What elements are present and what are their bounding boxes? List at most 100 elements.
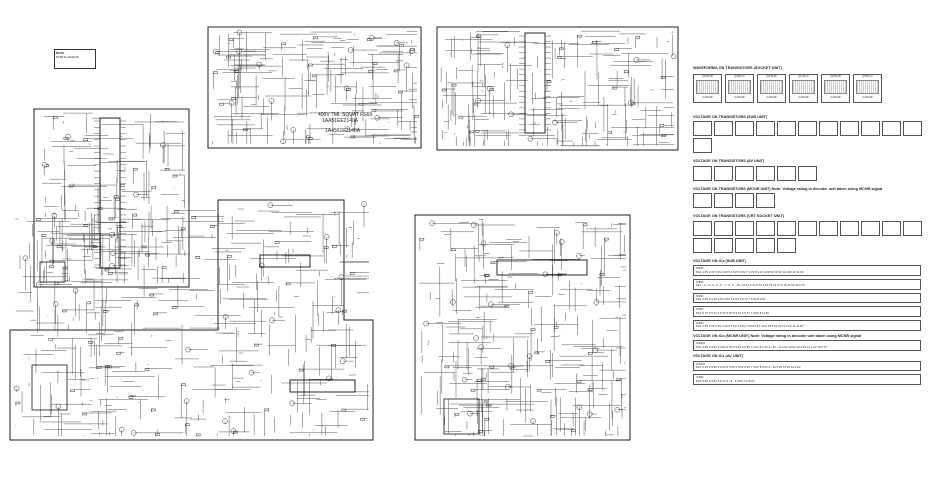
waveform-label: Q751-B xyxy=(830,73,841,78)
component xyxy=(173,210,179,213)
component xyxy=(144,368,150,371)
waveform-scale: 2.0V/div xyxy=(798,95,809,100)
transistor-boxes xyxy=(693,193,923,209)
component xyxy=(254,343,259,347)
transistor-voltage-box xyxy=(756,165,775,181)
component xyxy=(546,80,552,84)
parts-legend: NOTE PARTS LEGEND xyxy=(54,49,96,69)
component xyxy=(243,128,248,132)
transistor-voltage-box xyxy=(693,165,712,181)
transistor xyxy=(267,202,274,209)
transistor xyxy=(527,136,534,142)
transistor-voltage-box xyxy=(693,138,712,154)
section-heading: VOLTAGE ON TRANSISTORS (MCNR UNIT) Note:… xyxy=(693,186,883,191)
transistor xyxy=(110,250,116,257)
waveform-label: Q701-B xyxy=(702,73,713,78)
component xyxy=(15,401,21,405)
waveform-scale: 2.0V/div xyxy=(830,95,841,100)
ic-name: IC801 xyxy=(696,279,704,284)
component xyxy=(62,309,67,313)
component xyxy=(298,368,304,372)
component xyxy=(118,336,124,340)
transistor-voltage-box xyxy=(714,193,733,209)
component xyxy=(419,237,425,241)
transistor xyxy=(323,234,330,240)
waveform-graph xyxy=(728,80,751,95)
component xyxy=(469,130,475,134)
component xyxy=(82,412,87,416)
component xyxy=(484,417,490,421)
transistor xyxy=(13,385,20,392)
component xyxy=(549,415,555,418)
component xyxy=(346,88,351,91)
component xyxy=(398,90,403,94)
component xyxy=(553,326,559,329)
component xyxy=(70,389,75,393)
transistor xyxy=(42,162,48,168)
component xyxy=(56,245,62,248)
legend-title: NOTE xyxy=(56,51,65,55)
component xyxy=(414,115,419,118)
component xyxy=(164,168,170,171)
component xyxy=(587,388,593,392)
section-heading: VOLTAGE ON TRANSISTORS (AV UNIT) xyxy=(693,159,765,164)
ic-pins: Pin1 4.8V 2 3.6V 3 4.8V 4 0V 5 2.6V 6 0.… xyxy=(696,344,828,349)
transistor xyxy=(552,119,558,126)
transistor-boxes xyxy=(693,220,923,253)
transistor-voltage-box xyxy=(714,237,733,253)
transistor-sections: VOLTAGE ON TRANSISTORS (SUB UNIT) VOLTAG… xyxy=(693,115,923,253)
transistor xyxy=(109,232,115,238)
transistor-voltage-box xyxy=(756,121,775,137)
transistor xyxy=(508,111,514,118)
component xyxy=(281,42,286,46)
transistor xyxy=(258,262,265,269)
component xyxy=(489,365,495,369)
component xyxy=(477,430,483,433)
component xyxy=(226,55,231,59)
component xyxy=(545,360,550,363)
transistor-voltage-box xyxy=(714,165,733,181)
transistor-voltage-box xyxy=(798,165,817,181)
transistor xyxy=(504,42,511,48)
transistor-voltage-box xyxy=(798,220,817,236)
component xyxy=(68,184,74,188)
transistor-voltage-box xyxy=(777,121,796,137)
transistor xyxy=(429,220,435,226)
transistor xyxy=(230,428,237,434)
transistor xyxy=(289,400,296,407)
component xyxy=(313,36,318,40)
transistor xyxy=(51,212,58,219)
transistor xyxy=(576,253,582,259)
transistor xyxy=(185,346,192,353)
transistor xyxy=(222,418,228,425)
component xyxy=(83,138,88,141)
transistor xyxy=(256,61,262,68)
transistor xyxy=(340,358,346,364)
component xyxy=(285,282,291,286)
transistor xyxy=(72,287,79,294)
transistor-voltage-box xyxy=(714,121,733,137)
section-heading: VOLTAGE ON ICs (SUB UNIT) xyxy=(693,258,747,263)
transistor xyxy=(403,62,410,69)
ic-chip xyxy=(289,379,356,393)
component xyxy=(88,341,93,344)
component xyxy=(451,248,456,251)
component xyxy=(108,272,113,275)
ic-chip xyxy=(31,364,68,411)
component xyxy=(41,234,47,237)
transistor xyxy=(592,347,599,353)
transistor xyxy=(488,301,494,308)
component xyxy=(661,134,666,138)
component xyxy=(331,245,337,248)
transistor-voltage-box xyxy=(735,193,754,209)
transistor xyxy=(467,410,473,417)
component xyxy=(410,48,415,51)
transistor-voltage-box xyxy=(735,220,754,236)
transistor xyxy=(470,222,477,228)
